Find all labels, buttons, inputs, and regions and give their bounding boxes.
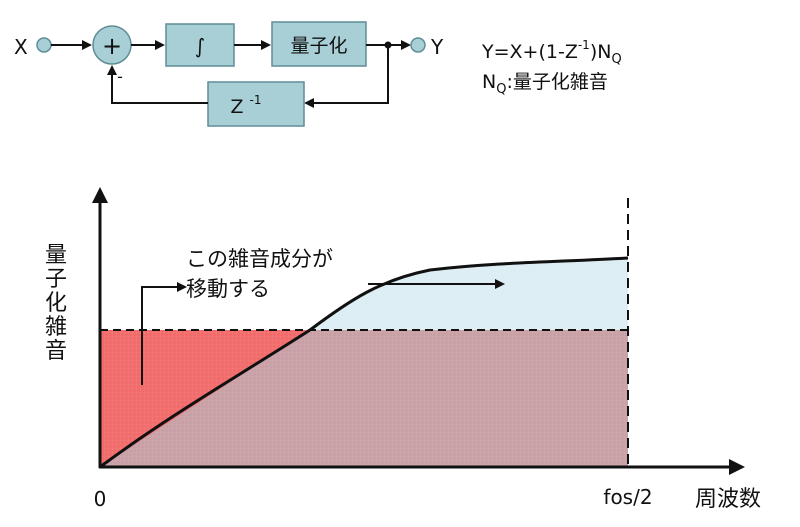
output-label: Y (430, 35, 444, 59)
ylabel-char-1: 量 (45, 243, 67, 268)
input-node (36, 37, 52, 53)
equations: Y=X+(1-Z-1)NQ NQ:量子化雑音 (481, 38, 622, 97)
block-diagram: X + - ∫ 量子化 Y Z -1 (14, 21, 444, 127)
annotation-line1: この雑音成分が (186, 247, 333, 271)
move-arrow-left (141, 282, 187, 385)
grid-overlay (100, 258, 628, 467)
annotation-line2: 移動する (186, 277, 270, 301)
output-node (410, 37, 426, 53)
ylabel-char-4: 雑 (45, 315, 67, 340)
feedback-wire-right (304, 45, 389, 108)
minus-sign: - (117, 67, 123, 86)
delay-label: Z -1 (230, 93, 261, 118)
noise-shaping-graph: この雑音成分が 移動する 量 子 化 雑 音 0 fos/2 周波数 (45, 187, 761, 512)
integrator-symbol: ∫ (195, 34, 205, 58)
xlabel: 周波数 (695, 487, 761, 512)
equation-line1: Y=X+(1-Z-1)NQ (481, 38, 622, 67)
ylabel-char-2: 子 (45, 267, 67, 292)
ylabel-char-3: 化 (45, 291, 67, 316)
delay-exponent: -1 (250, 93, 262, 107)
origin-label: 0 (94, 487, 107, 511)
fos-label: fos/2 (603, 485, 652, 509)
input-label: X (14, 35, 28, 59)
ylabel-char-5: 音 (45, 339, 67, 364)
feedback-wire-left (107, 65, 208, 104)
delay-base: Z (230, 96, 243, 118)
equation-line2: NQ:量子化雑音 (482, 71, 608, 97)
sum-symbol: + (102, 32, 122, 60)
quantizer-label: 量子化 (290, 35, 347, 57)
shaped-noise-curve (99, 256, 629, 469)
